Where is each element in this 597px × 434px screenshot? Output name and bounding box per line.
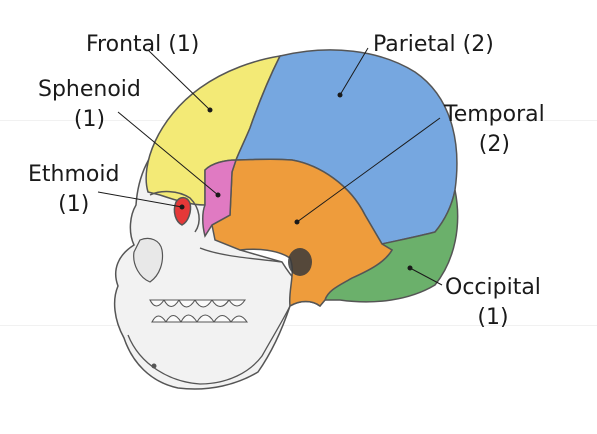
- temporal-label: Temporal (2): [444, 100, 545, 160]
- sphenoid-label-count: (1): [73, 107, 106, 132]
- sphenoid-bone: [202, 159, 238, 238]
- upper-teeth: [149, 299, 247, 308]
- zygomatic-arch: [199, 247, 283, 263]
- ethmoid-label-name: Ethmoid: [28, 162, 120, 187]
- occipital-label: Occipital (1): [445, 273, 541, 333]
- ethmoid-bone: [173, 196, 192, 226]
- leader-lines: [97, 47, 443, 286]
- mental-foramen: [151, 363, 157, 369]
- occipital-leader: [409, 267, 443, 286]
- sphenoid-leader: [117, 111, 219, 196]
- occipital-label-name: Occipital: [445, 275, 541, 300]
- nasal-cavity: [133, 237, 164, 283]
- ear-canal: [288, 248, 312, 276]
- sphenoid-label: Sphenoid (1): [38, 75, 141, 135]
- frontal-label: Frontal (1): [86, 30, 199, 60]
- lower-teeth: [151, 314, 249, 323]
- ethmoid-label: Ethmoid (1): [28, 160, 119, 220]
- parietal-label: Parietal (2): [373, 30, 494, 60]
- temporal-bone: [211, 158, 394, 308]
- ethmoid-label-count: (1): [58, 192, 90, 217]
- leader-dots: [179, 92, 413, 271]
- background-rule: [0, 325, 597, 326]
- frontal-leader: [147, 49, 211, 111]
- parietal-label-text: Parietal (2): [373, 32, 494, 57]
- temporal-label-name: Temporal: [444, 102, 545, 127]
- sphenoid-label-name: Sphenoid: [38, 77, 141, 102]
- parietal-leader: [339, 47, 369, 96]
- occipital-label-count: (1): [477, 305, 509, 330]
- temporal-leader: [296, 117, 441, 223]
- temporal-label-count: (2): [478, 132, 510, 157]
- frontal-label-text: Frontal (1): [86, 32, 200, 57]
- eye-socket: [149, 190, 200, 233]
- ethmoid-leader: [97, 191, 183, 208]
